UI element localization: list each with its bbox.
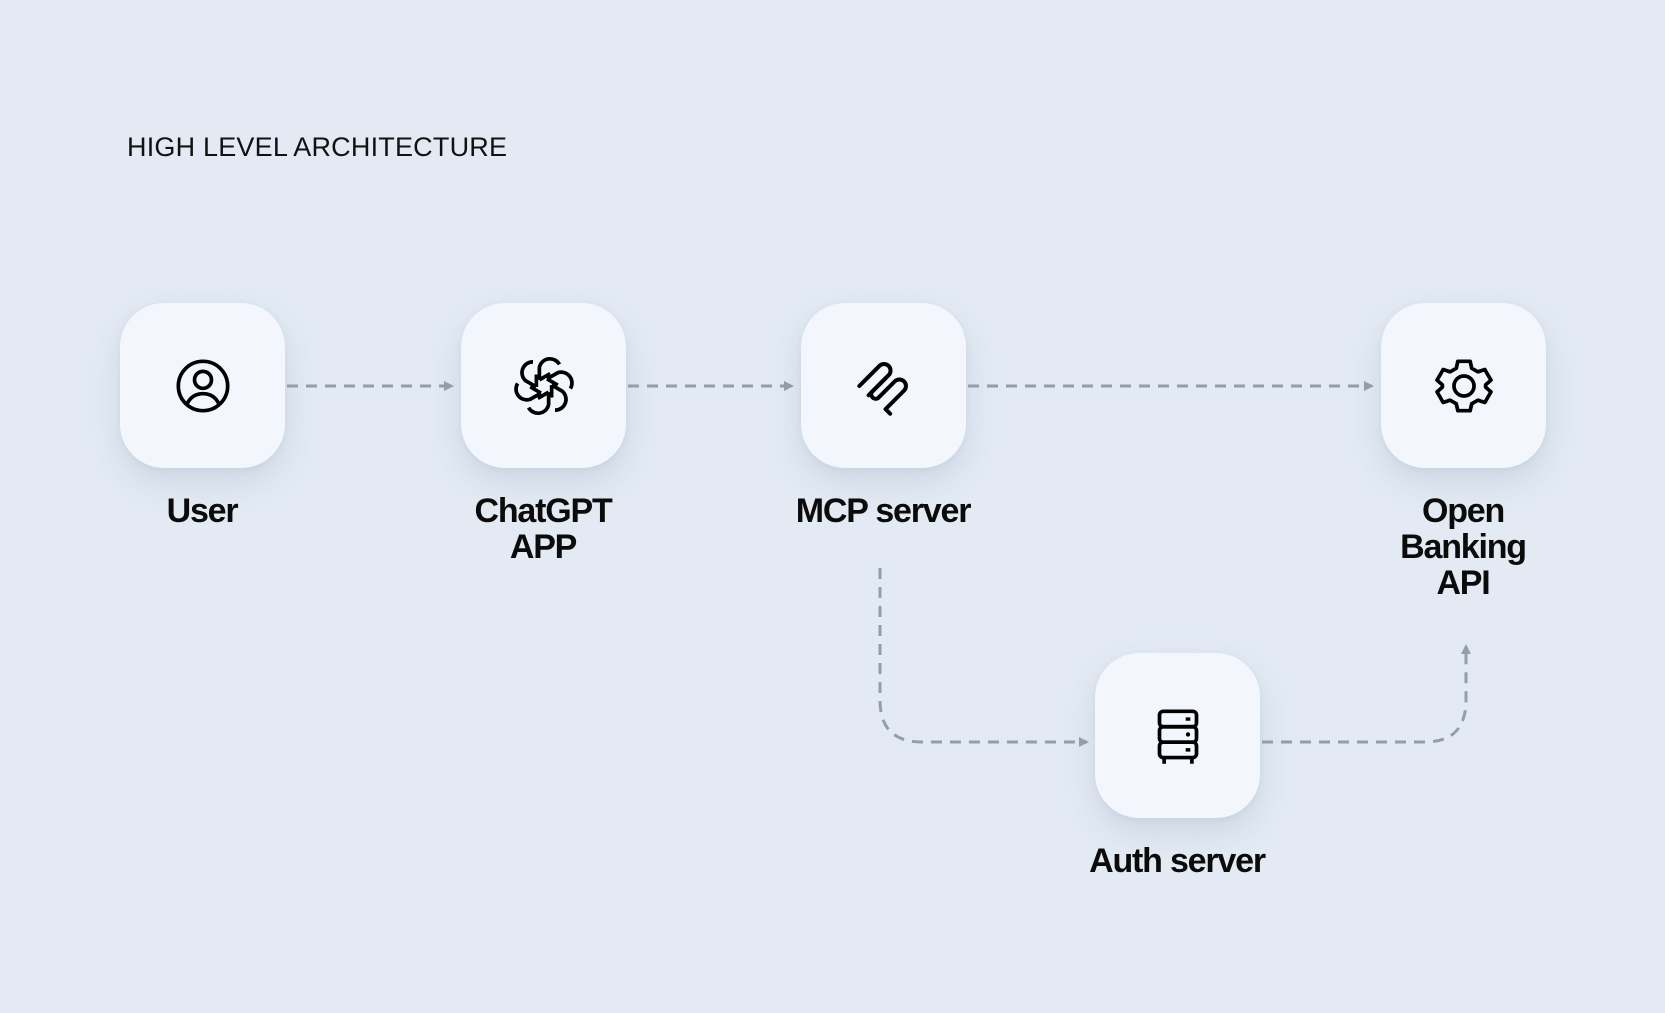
node-mcp-label: MCP server (795, 492, 972, 530)
mcp-logo-icon (856, 361, 908, 416)
user-circle-icon (175, 358, 230, 413)
node-user[interactable] (120, 303, 285, 468)
node-user-label: User (166, 492, 239, 530)
server-icon (1157, 708, 1198, 764)
diagram-title: HIGH LEVEL ARCHITECTURE (127, 132, 508, 162)
openai-logo-icon (510, 356, 577, 415)
gear-icon (1434, 358, 1493, 413)
node-auth-label: Auth server (1089, 842, 1266, 880)
node-openbanking[interactable] (1381, 303, 1546, 468)
edge-auth-openbanking (1262, 644, 1471, 744)
node-mcp[interactable] (801, 303, 966, 468)
node-chatgpt[interactable] (461, 303, 626, 468)
node-auth[interactable] (1095, 653, 1260, 818)
edge-mcp-auth (878, 568, 1089, 747)
